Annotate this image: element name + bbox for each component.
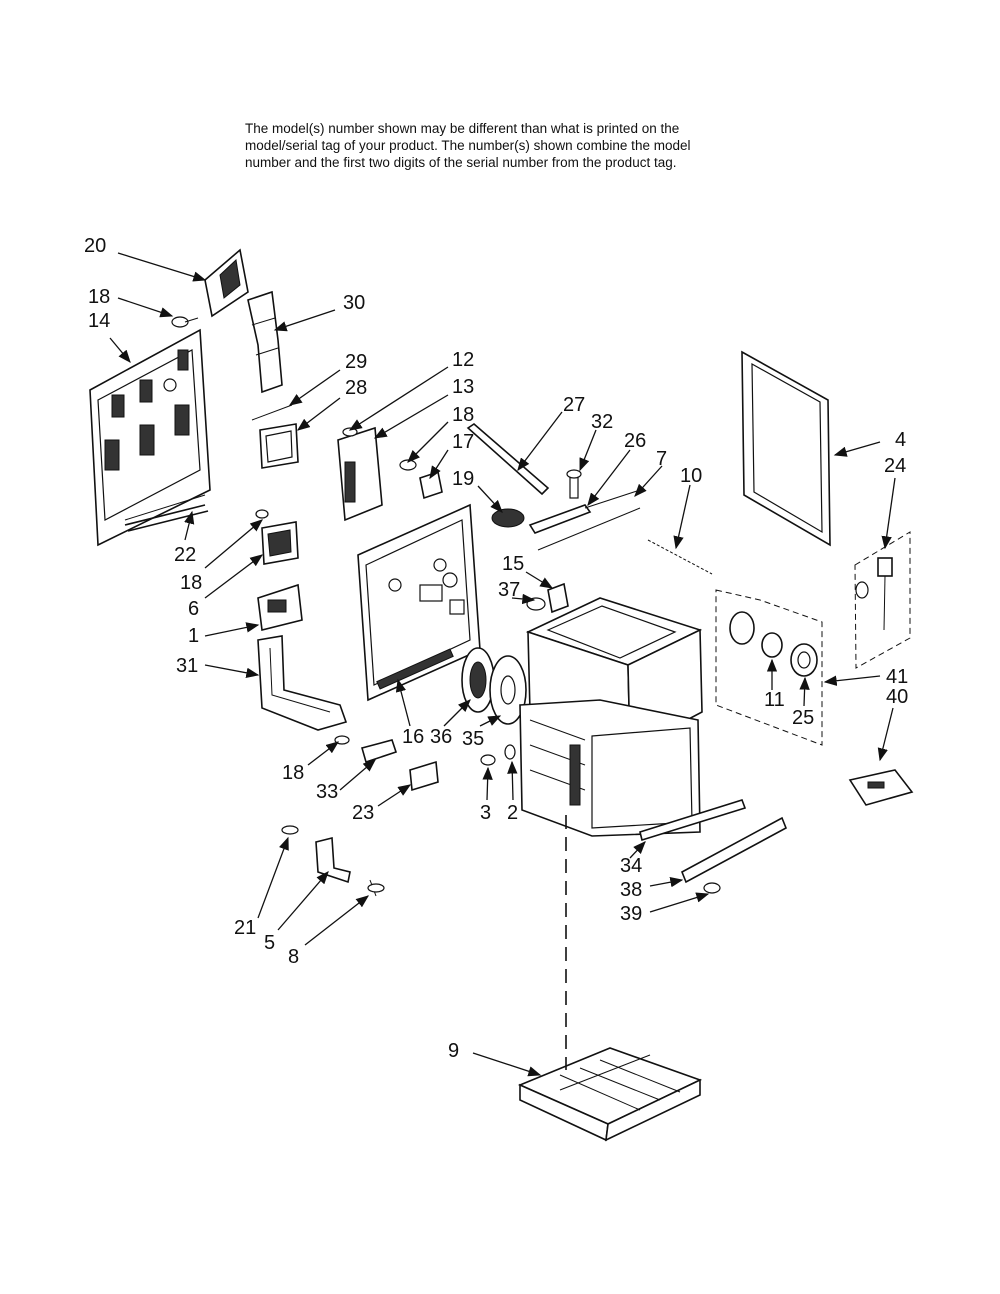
part-24-sensor	[854, 531, 911, 669]
part-22-rod	[124, 504, 209, 532]
callout-19: 19	[452, 468, 474, 490]
part-28-gasket	[259, 423, 299, 469]
callout-17: 17	[452, 431, 474, 453]
callout-16: 16	[402, 726, 424, 748]
part-19-element	[491, 508, 525, 528]
callout-30: 30	[343, 292, 365, 314]
part-20-vent-trim	[204, 248, 249, 318]
callout-24: 24	[884, 455, 906, 477]
callout-39: 39	[620, 903, 642, 925]
part-13-panel	[337, 426, 383, 522]
callout-6: 6	[188, 598, 199, 620]
callout-9: 9	[448, 1040, 459, 1062]
callout-41: 41	[886, 666, 908, 688]
callout-18: 18	[88, 286, 110, 308]
callout-18: 18	[282, 762, 304, 784]
callout-35: 35	[462, 728, 484, 750]
callout-27: 27	[563, 394, 585, 416]
part-41-knob-panel	[715, 589, 823, 746]
note-line-3: number and the first two digits of the s…	[245, 155, 677, 170]
callout-labels: 20 18 14 30 29 28 22 18 6 1 31 12 13 18 …	[84, 235, 908, 1062]
callout-2: 2	[507, 802, 518, 824]
part-27-rod	[466, 422, 550, 496]
part-26-bracket-assembly	[528, 469, 641, 551]
callout-18: 18	[180, 572, 202, 594]
part-9-bottom-pan	[517, 1047, 703, 1142]
model-number-note: The model(s) number shown may be differe…	[245, 120, 765, 171]
part-6-cover	[255, 509, 299, 565]
part-3-2-fasteners	[480, 744, 516, 766]
part-33-bracket	[334, 735, 439, 792]
callout-40: 40	[886, 686, 908, 708]
callout-1: 1	[188, 625, 199, 647]
callout-28: 28	[345, 377, 367, 399]
callout-32: 32	[591, 411, 613, 433]
leader-lines	[109, 252, 896, 1077]
callout-26: 26	[624, 430, 646, 452]
part-4-door-glass	[741, 350, 831, 547]
callout-4: 4	[895, 429, 906, 451]
callout-23: 23	[352, 802, 374, 824]
part-1-switch	[257, 583, 303, 631]
callout-18: 18	[452, 404, 474, 426]
note-line-2: model/serial tag of your product. The nu…	[245, 138, 691, 153]
callout-37: 37	[498, 579, 520, 601]
callout-20: 20	[84, 235, 106, 257]
part-39-screw	[703, 882, 721, 894]
part-31-duct	[257, 635, 348, 731]
callout-15: 15	[502, 553, 524, 575]
callout-14: 14	[88, 310, 110, 332]
callout-8: 8	[288, 946, 299, 968]
callout-34: 34	[620, 855, 642, 877]
callout-38: 38	[620, 879, 642, 901]
callout-10: 10	[680, 465, 702, 487]
part-14-rear-panel	[89, 328, 211, 547]
callout-3: 3	[480, 802, 491, 824]
part-30-duct	[247, 290, 283, 394]
callout-7: 7	[656, 448, 667, 470]
callout-25: 25	[792, 707, 814, 729]
callout-13: 13	[452, 376, 474, 398]
part-36-fan	[461, 647, 495, 713]
callout-33: 33	[316, 781, 338, 803]
callout-31: 31	[176, 655, 198, 677]
callout-12: 12	[452, 349, 474, 371]
callout-36: 36	[430, 726, 452, 748]
part-40-hinge	[848, 769, 914, 806]
part-10-wire	[647, 539, 713, 575]
callout-29: 29	[345, 351, 367, 373]
callout-22: 22	[174, 544, 196, 566]
callout-5: 5	[264, 932, 275, 954]
callout-11: 11	[764, 689, 785, 711]
part-18-screw-top	[171, 316, 199, 328]
part-35-fan-blade	[489, 655, 527, 725]
note-line-1: The model(s) number shown may be differe…	[245, 121, 680, 136]
part-21-5-8-bracket	[281, 825, 385, 897]
callout-21: 21	[234, 917, 256, 939]
part-29-wire	[251, 404, 293, 421]
part-38-rod	[680, 816, 788, 884]
part-34-strip	[639, 799, 747, 842]
part-15-bracket	[526, 582, 569, 614]
part-18-17-bracket	[399, 459, 443, 500]
part-16-back-panel	[357, 503, 481, 702]
part-oven-cavity	[519, 597, 703, 837]
